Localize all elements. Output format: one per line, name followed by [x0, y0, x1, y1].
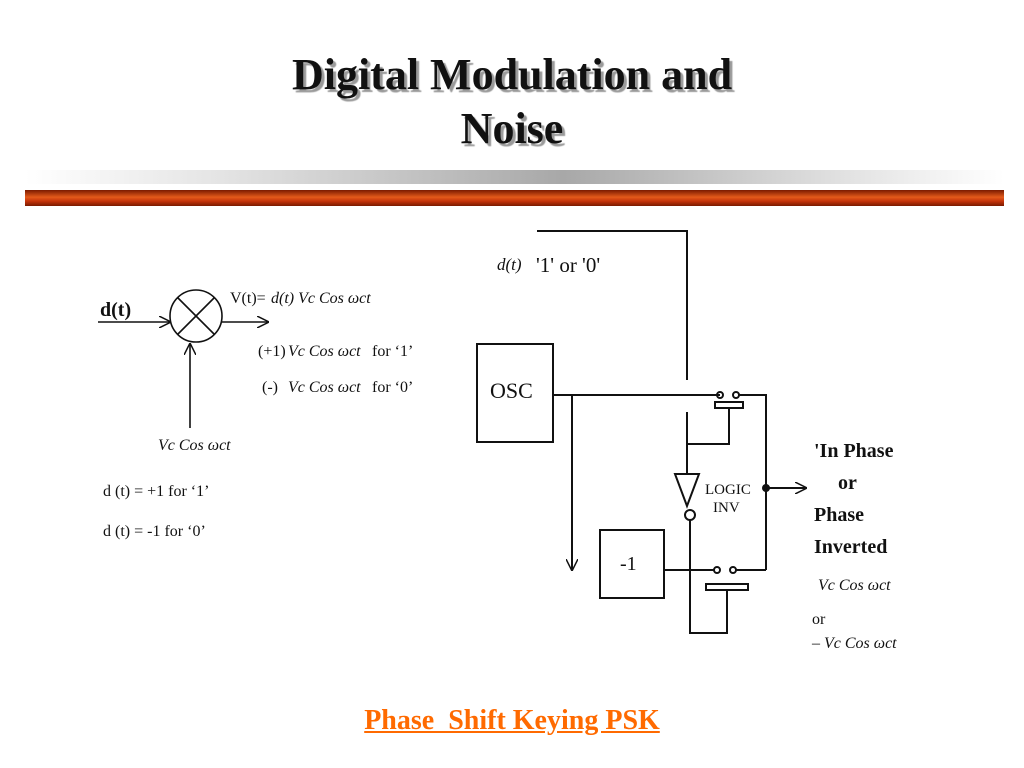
top-switch-contact-a — [716, 391, 724, 399]
logic-inverter-bubble — [684, 509, 696, 521]
bottom-switch-contact-a — [713, 566, 721, 574]
gray-divider-bar — [25, 170, 1004, 184]
plus-case-condition: for ‘1’ — [372, 343, 413, 360]
bottom-switch-contact-b — [729, 566, 737, 574]
top-switch-paddle — [714, 401, 744, 409]
carrier-expression: Vc Cos ωct — [158, 437, 231, 454]
logic-label: LOGIC — [705, 482, 751, 498]
minus-case-expression: Vc Cos ωct — [288, 379, 361, 396]
output-or: or — [812, 611, 826, 628]
output-expression-2: – Vc Cos ωct — [811, 635, 897, 652]
output-line-2: or — [838, 472, 857, 494]
input-label: d(t) — [100, 299, 131, 321]
multiplier-modulator — [98, 289, 268, 428]
red-divider-bar — [25, 190, 1004, 206]
data-input-values: '1' or '0' — [536, 253, 600, 277]
slide-title: Digital Modulation and Noise — [0, 48, 1024, 156]
title-line-2: Noise — [460, 104, 564, 153]
output-line-4: Inverted — [814, 536, 887, 558]
caption-link[interactable]: Phase Shift Keying PSK — [364, 705, 660, 736]
rule-one: d (t) = +1 for ‘1’ — [103, 483, 209, 500]
top-right-wire — [739, 394, 767, 570]
rule-zero: d (t) = -1 for ‘0’ — [103, 523, 206, 540]
plus-case-coefficient: (+1) — [258, 343, 286, 360]
data-input-function: d(t) — [497, 255, 522, 274]
multiplier-cross-b — [177, 297, 215, 335]
slide-caption: Phase Shift Keying PSK — [0, 705, 1024, 737]
multiplier-circle — [169, 289, 223, 343]
output-line-3: Phase — [814, 504, 864, 526]
bottom-control-wire — [689, 520, 728, 634]
logic-inverter — [673, 473, 701, 509]
top-switch-feed — [687, 408, 730, 445]
data-input-wire — [537, 230, 688, 380]
psk-circuit — [476, 230, 806, 634]
title-line-1: Digital Modulation and — [291, 50, 733, 99]
output-line-1: 'In Phase — [814, 440, 894, 462]
minus-one-block — [599, 529, 665, 599]
top-switch-contact-b — [732, 391, 740, 399]
minus-case-condition: for ‘0’ — [372, 379, 413, 396]
output-prefix: V(t)= — [230, 290, 266, 307]
minus-case-coefficient: (-) — [262, 379, 278, 396]
bottom-switch-paddle — [705, 583, 749, 591]
inv-label: INV — [713, 500, 740, 516]
osc-block — [476, 343, 554, 443]
output-expression: d(t) Vc Cos ωct — [271, 290, 371, 307]
plus-case-expression: Vc Cos ωct — [288, 343, 361, 360]
minus-one-label: -1 — [620, 553, 637, 575]
osc-label: OSC — [490, 378, 533, 403]
output-expression-1: Vc Cos ωct — [818, 577, 891, 594]
